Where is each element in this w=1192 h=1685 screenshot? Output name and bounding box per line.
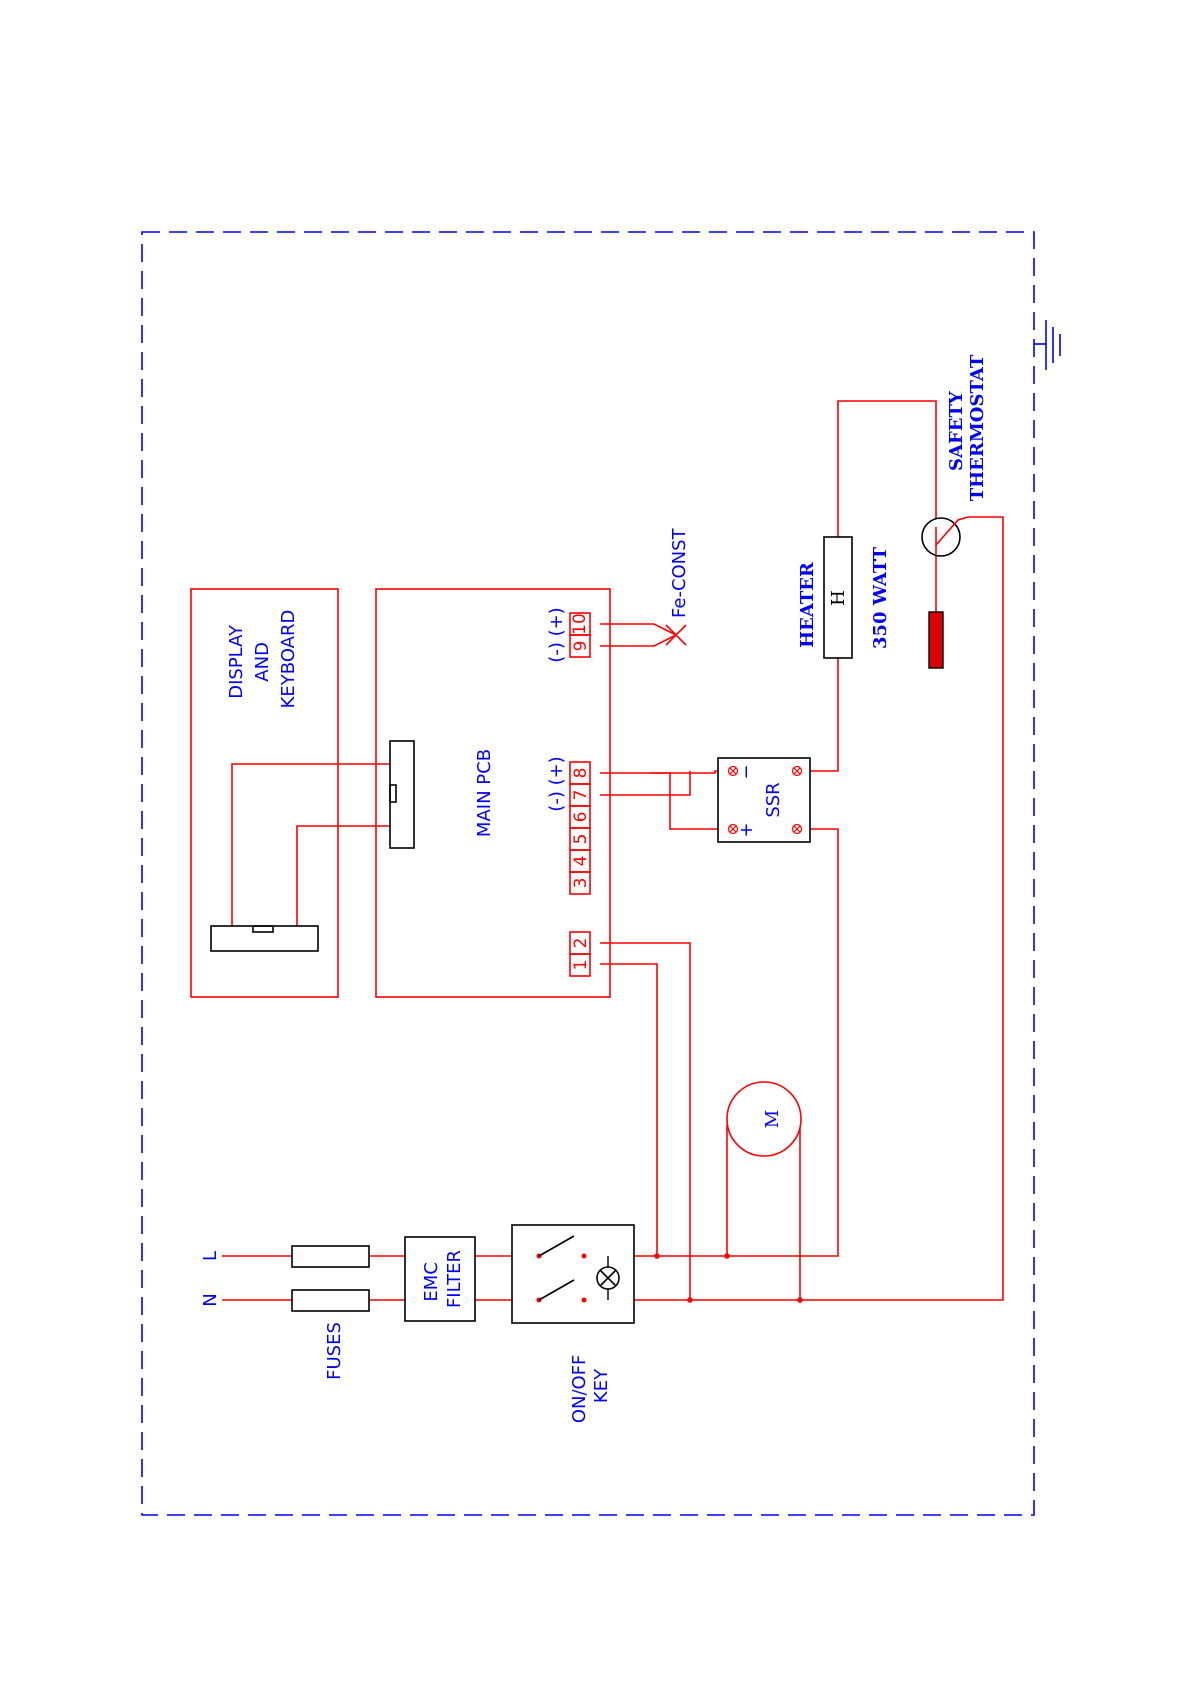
terminal-3: 3: [571, 878, 591, 889]
fe-const-label: Fe-CONST: [669, 527, 690, 618]
wiring: [222, 401, 1003, 1300]
main-pcb-label: MAIN PCB: [474, 749, 495, 837]
safety-thermostat-icon: [922, 517, 968, 556]
ssr-plus-sign: +: [736, 822, 757, 837]
terminal-block-power: 1 2: [570, 932, 591, 976]
heater-power-label: 350 WATT: [870, 546, 891, 649]
terminal-7: 7: [571, 790, 591, 801]
line-n-label: N: [200, 1293, 221, 1306]
terminal-6: 6: [571, 812, 591, 823]
display-connector: [211, 926, 318, 951]
polarity-label-thermocouple: (-) (+): [546, 607, 567, 662]
terminal-4: 4: [571, 856, 591, 867]
terminal-block-io: 3 4 5 6 7 8: [570, 762, 591, 894]
fuse-l: [292, 1246, 369, 1267]
thermocouple-icon: [666, 625, 686, 645]
temperature-sensor: [929, 612, 943, 668]
terminal-block-thermocouple: 9 10: [570, 613, 591, 657]
ssr-label: SSR: [763, 782, 784, 817]
motor-symbol: M: [762, 1110, 783, 1128]
fuses-label: FUSES: [324, 1322, 345, 1380]
indicator-lamp-icon: [597, 1267, 619, 1289]
terminal-9: 9: [571, 641, 591, 652]
ssr-minus-sign: −: [736, 764, 757, 779]
terminal-8: 8: [571, 768, 591, 779]
polarity-label-ssr: (-) (+): [546, 756, 567, 811]
ground-icon: [1034, 320, 1060, 370]
onoff-key-label: ON/OFF KEY: [569, 1349, 612, 1423]
terminal-5: 5: [571, 834, 591, 845]
heater-symbol: H: [828, 590, 849, 606]
safety-thermostat-label: SAFETY THERMOSTAT: [946, 354, 988, 501]
junction-dots: [654, 1253, 803, 1303]
display-keyboard-label: DISPLAY AND KEYBOARD: [226, 610, 299, 709]
heater-label: HEATER: [797, 561, 818, 648]
terminal-10: 10: [570, 613, 590, 635]
fuse-n: [292, 1290, 369, 1311]
pcb-ribbon-connector: [390, 741, 414, 848]
terminal-2: 2: [571, 938, 591, 949]
terminal-1: 1: [571, 960, 591, 971]
line-l-label: L: [200, 1251, 221, 1261]
